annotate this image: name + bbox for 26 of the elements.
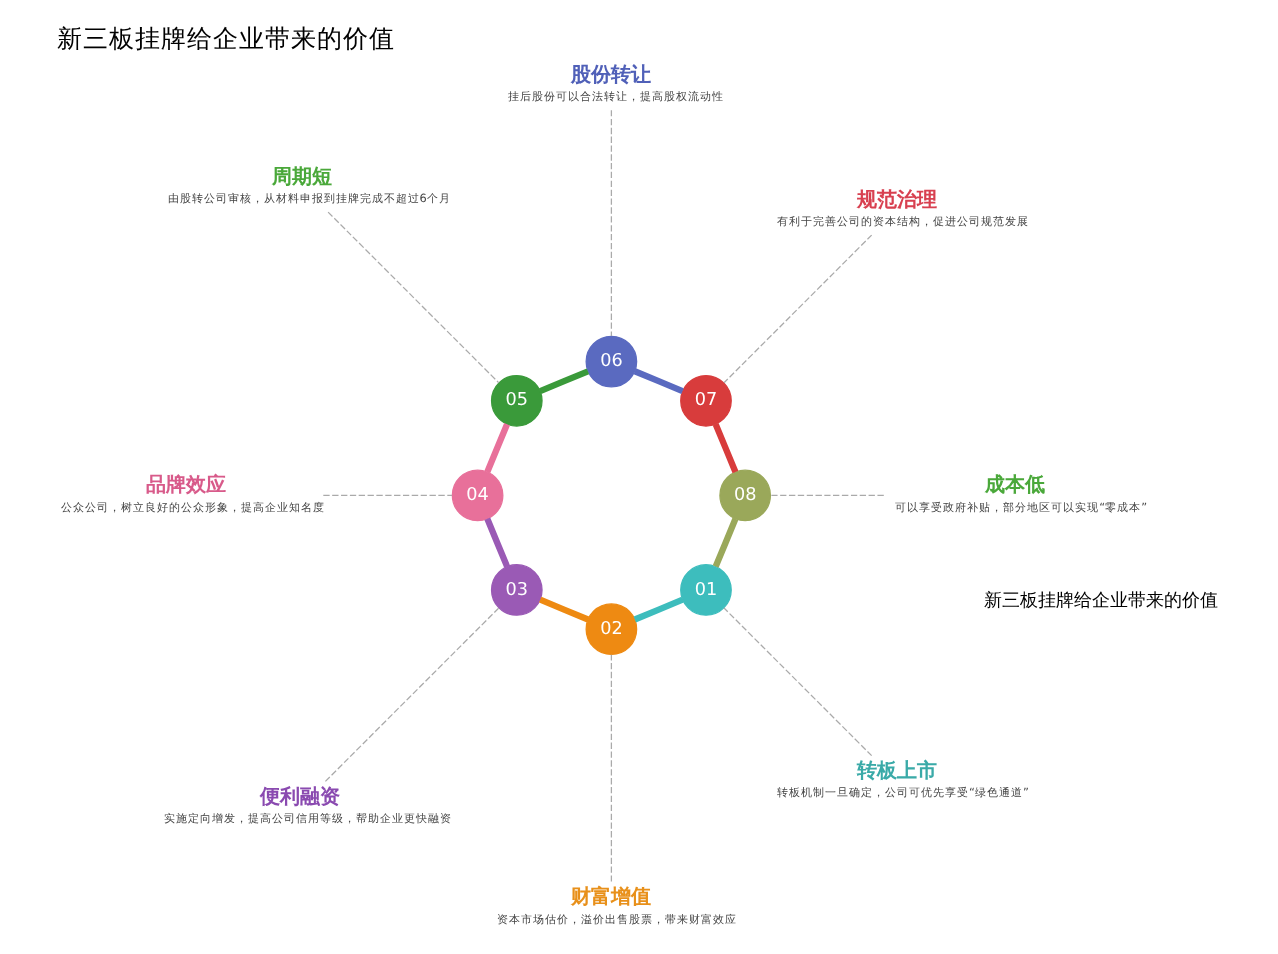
- connector: [633, 596, 684, 623]
- connector: [539, 596, 590, 623]
- connector: [327, 211, 500, 384]
- connector: [484, 517, 510, 568]
- label: 新三板挂牌给企业带来的价值: [984, 592, 1219, 613]
- diagram-title: 新三板挂牌给企业带来的价值: [56, 22, 395, 53]
- connector: [484, 423, 510, 474]
- connector: [322, 494, 453, 496]
- node-circle: 08: [719, 469, 772, 522]
- connector: [770, 494, 885, 496]
- connector: [610, 654, 612, 883]
- connector: [324, 607, 500, 782]
- node-circle: 07: [680, 374, 732, 427]
- node-circle: 01: [680, 564, 732, 616]
- node-circle: 04: [451, 469, 504, 522]
- connector: [723, 234, 873, 384]
- connector: [712, 517, 739, 568]
- node-circle: 05: [490, 374, 543, 427]
- connector: [633, 368, 684, 394]
- node-circle: 02: [585, 603, 638, 656]
- connector: [723, 607, 873, 757]
- connector: [712, 422, 739, 474]
- node-circle: 03: [490, 564, 543, 616]
- node-circle: 06: [585, 335, 638, 388]
- connector: [610, 109, 612, 337]
- connector: [538, 368, 590, 394]
